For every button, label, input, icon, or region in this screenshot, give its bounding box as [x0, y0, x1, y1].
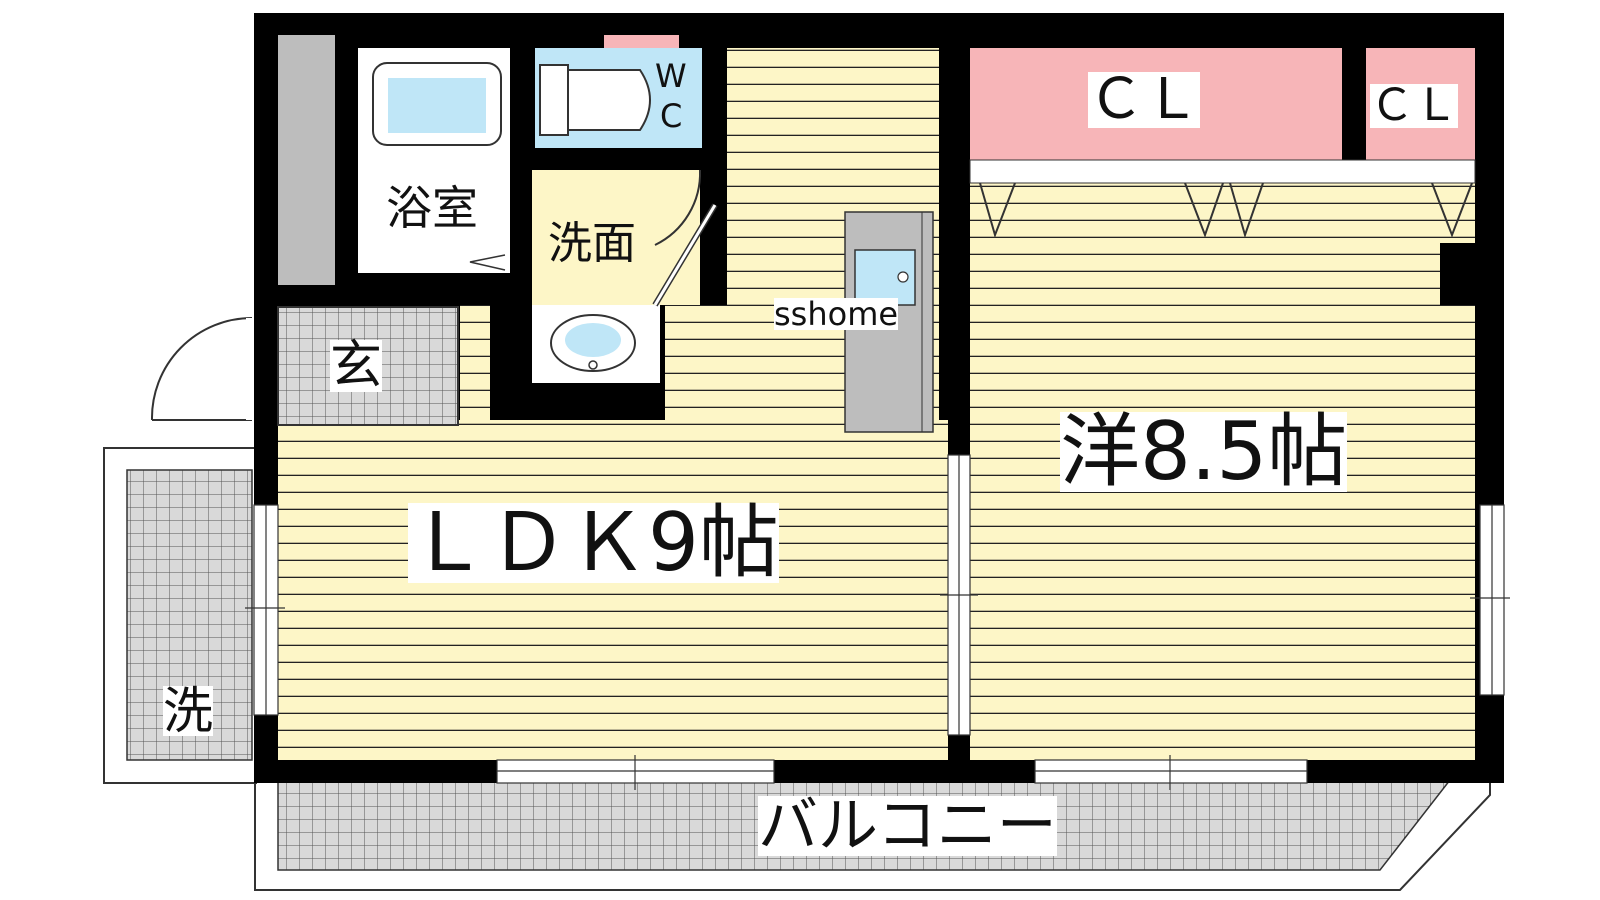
- sink: [550, 314, 636, 372]
- toilet-bowl: [539, 64, 651, 136]
- room-label-washroom: 洗面: [548, 218, 636, 269]
- room-label-entrance: 玄: [330, 336, 383, 396]
- washroom: [532, 170, 700, 305]
- room-label-toilet-w: W: [655, 57, 687, 95]
- closet-doors: [979, 182, 1473, 239]
- entrance: [277, 306, 459, 426]
- room-label-closet-large: ＣＬ: [1088, 67, 1200, 132]
- room-label-western: 洋8.5帖: [1060, 405, 1348, 498]
- room-label-balcony: バルコニー: [758, 791, 1057, 861]
- room-label-ldk: ＬＤＫ9帖: [408, 496, 779, 589]
- room-label-laundry: 洗: [163, 682, 213, 740]
- watermark-sshome: sshome: [774, 295, 899, 333]
- partition: [278, 35, 335, 285]
- windows: [245, 454, 1510, 790]
- room-label-toilet-c: C: [660, 97, 683, 135]
- room-label-bath: 浴室: [386, 181, 478, 235]
- ldk-floor: [278, 420, 948, 760]
- room-label-closet-small: ＣＬ: [1370, 80, 1458, 131]
